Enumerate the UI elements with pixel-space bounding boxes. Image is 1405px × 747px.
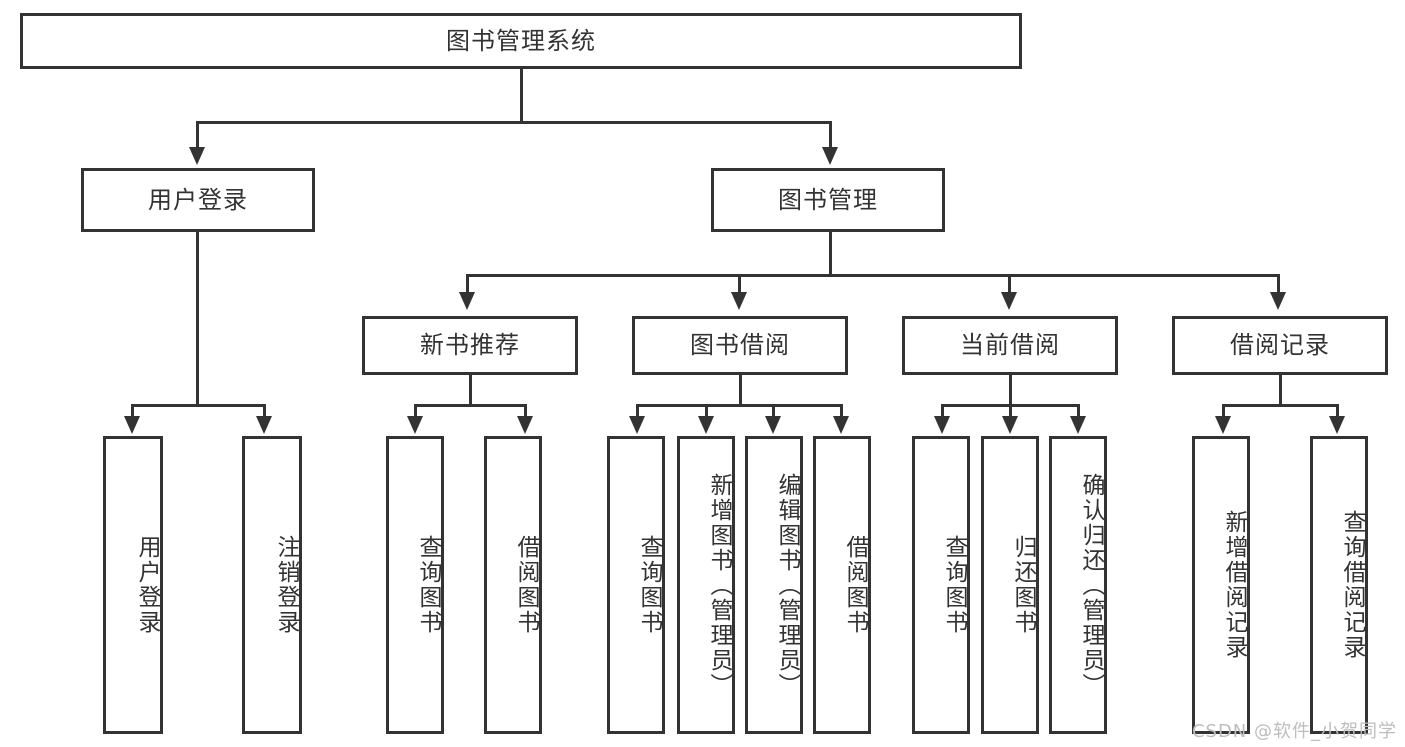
node-label: 确认归还（管理员） [1078,472,1104,698]
leaf-user-login[interactable]: 用户登录 [103,436,163,734]
leaf-currentborrow-confirm-return-admin[interactable]: 确认归还（管理员） [1049,436,1107,734]
arrowhead-borrow-record [1270,292,1286,310]
arrowhead-leaf-bb-query [629,416,645,434]
connector-leaf-logout [263,404,266,418]
connector-to-book-borrow [738,274,741,294]
node-label: 图书管理 [778,185,878,214]
leaf-borrowrecord-query-record[interactable]: 查询借阅记录 [1310,436,1368,734]
arrowhead-leaf-nb-borrow [517,416,533,434]
node-label: 编辑图书（管理员） [774,472,800,698]
node-label: 用户登录 [148,185,248,214]
arrowhead-leaf-user-login [124,416,140,434]
node-label: 用户登录 [134,535,160,635]
node-label: 查询图书 [636,535,662,635]
connector-new-book-stem [469,375,472,404]
leaf-logout[interactable]: 注销登录 [242,436,302,734]
connector-leaf-bb-query [636,404,639,418]
arrowhead-user-login [189,147,205,165]
node-label: 查询借阅记录 [1339,510,1365,660]
connector-book-mgmt-stem [829,232,832,274]
node-label: 新增借阅记录 [1221,510,1247,660]
arrowhead-leaf-bb-edit [765,416,781,434]
arrowhead-leaf-br-add [1215,416,1231,434]
connector-user-login-bus [131,404,266,407]
connector-leaf-br-add [1222,404,1225,418]
node-new-book-recommend[interactable]: 新书推荐 [362,316,578,375]
connector-leaf-br-query [1336,404,1339,418]
connector-leaf-bb-borrow [840,404,843,418]
node-borrow-record[interactable]: 借阅记录 [1172,316,1388,375]
connector-to-borrow-record [1277,274,1280,294]
connector-to-book-mgmt [829,121,832,147]
connector-book-borrow-bus [636,404,842,407]
node-label: 注销登录 [273,535,299,635]
arrowhead-book-borrow [731,292,747,310]
arrowhead-leaf-br-query [1329,416,1345,434]
leaf-bookborrow-add-book-admin[interactable]: 新增图书（管理员） [677,436,735,734]
connector-to-user-login [196,121,199,147]
connector-user-login-stem [196,232,199,404]
connector-level3-bus [466,274,1280,277]
node-label: 新书推荐 [420,331,520,360]
leaf-bookborrow-edit-book-admin[interactable]: 编辑图书（管理员） [745,436,803,734]
arrowhead-book-mgmt [822,147,838,165]
leaf-bookborrow-query-book[interactable]: 查询图书 [607,436,665,734]
node-label: 借阅记录 [1230,331,1330,360]
connector-to-new-book [466,274,469,294]
connector-leaf-nb-borrow [524,404,527,418]
node-book-management[interactable]: 图书管理 [711,168,945,232]
leaf-currentborrow-return-book[interactable]: 归还图书 [981,436,1039,734]
leaf-borrowrecord-add-record[interactable]: 新增借阅记录 [1192,436,1250,734]
connector-to-current-borrow [1008,274,1011,294]
arrowhead-leaf-bb-borrow [833,416,849,434]
connector-leaf-cb-return [1009,404,1012,418]
node-label: 归还图书 [1010,535,1036,635]
arrowhead-leaf-bb-add [698,416,714,434]
leaf-currentborrow-query-book[interactable]: 查询图书 [912,436,970,734]
watermark-text: CSDN @软件_小贺同学 [1191,721,1397,742]
node-label: 图书管理系统 [446,26,596,55]
arrowhead-leaf-cb-confirm [1070,416,1086,434]
node-label: 借阅图书 [513,535,539,635]
arrowhead-leaf-cb-return [1002,416,1018,434]
arrowhead-current-borrow [1001,292,1017,310]
node-label: 借阅图书 [842,535,868,635]
arrowhead-leaf-logout [256,416,272,434]
arrowhead-new-book [459,292,475,310]
node-label: 图书借阅 [690,331,790,360]
connector-book-borrow-stem [739,375,742,404]
connector-new-book-bus [414,404,527,407]
connector-leaf-user-login [131,404,134,418]
connector-leaf-cb-query [941,404,944,418]
connector-leaf-nb-query [414,404,417,418]
arrowhead-leaf-nb-query [407,416,423,434]
node-user-login[interactable]: 用户登录 [81,168,315,232]
leaf-newbook-query-book[interactable]: 查询图书 [386,436,444,734]
connector-current-borrow-stem [1009,375,1012,404]
connector-leaf-cb-confirm [1077,404,1080,418]
connector-leaf-bb-add [705,404,708,418]
node-label: 查询图书 [415,535,441,635]
node-label: 新增图书（管理员） [706,472,732,698]
leaf-bookborrow-borrow-book[interactable]: 借阅图书 [813,436,871,734]
node-root-system[interactable]: 图书管理系统 [20,13,1022,69]
connector-root-bus [196,121,832,124]
leaf-newbook-borrow-book[interactable]: 借阅图书 [484,436,542,734]
node-current-borrow[interactable]: 当前借阅 [902,316,1118,375]
connector-leaf-bb-edit [772,404,775,418]
connector-borrow-record-stem [1279,375,1282,404]
connector-root-stem [520,69,523,121]
node-label: 当前借阅 [960,331,1060,360]
node-label: 查询图书 [941,535,967,635]
arrowhead-leaf-cb-query [934,416,950,434]
connector-borrow-record-bus [1222,404,1339,407]
node-book-borrow[interactable]: 图书借阅 [632,316,848,375]
